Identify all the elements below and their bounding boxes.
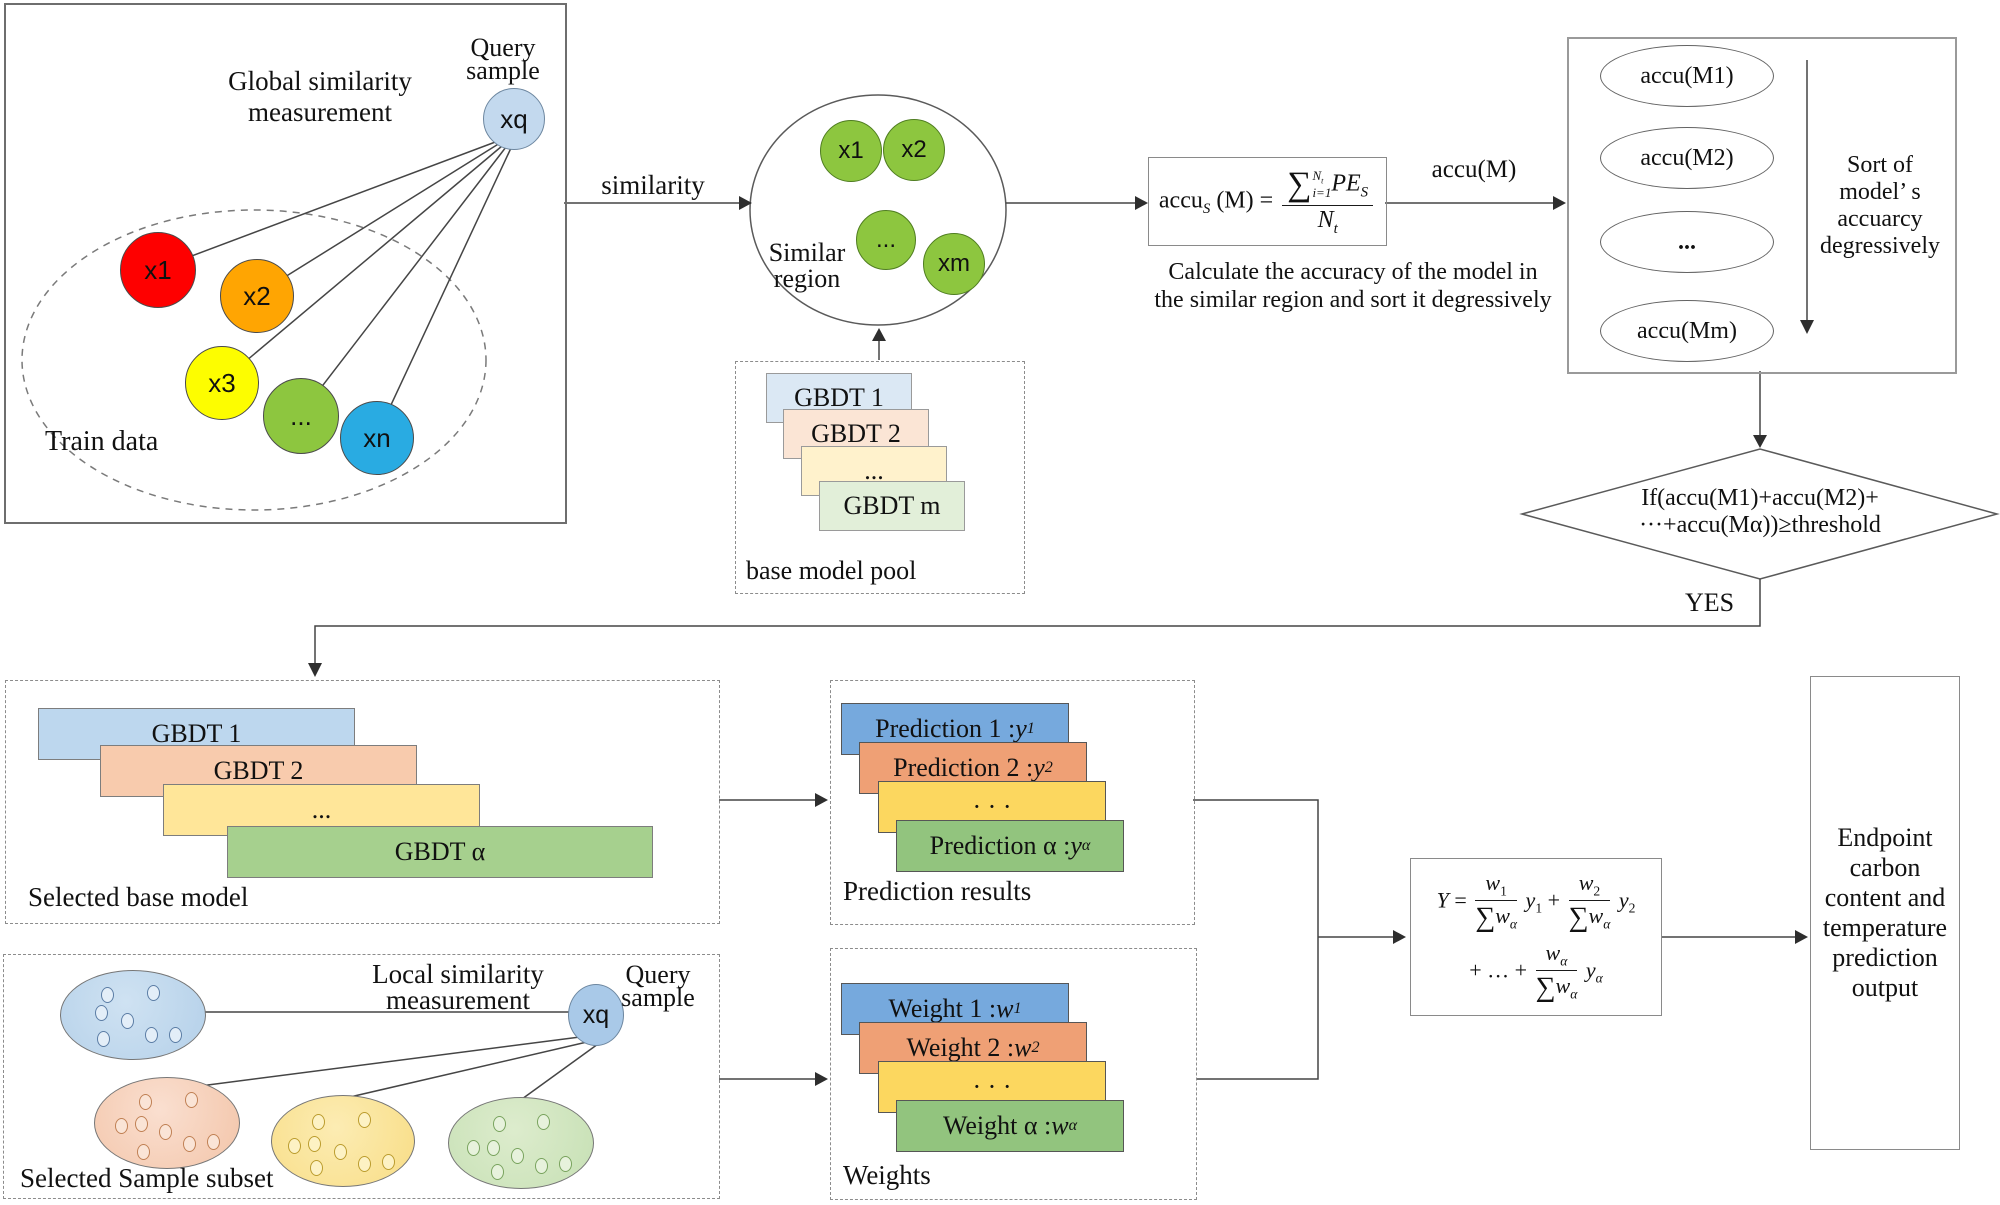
sample-dot (183, 1136, 196, 1152)
prediction-results-label: Prediction results (843, 876, 1032, 906)
similarity-label: similarity (601, 170, 705, 200)
sample-dot (493, 1116, 506, 1132)
cluster-peach (94, 1077, 240, 1169)
sample-dot (139, 1094, 152, 1110)
sample-dot (159, 1124, 172, 1140)
train-data-ellipse (21, 209, 487, 511)
query-sample-node-bottom: xq (568, 984, 624, 1046)
query-sample-caption-top: Query sample (466, 33, 540, 85)
weights-box (830, 948, 1197, 1200)
region-node-dots: ... (856, 210, 916, 270)
sort-item-accu-mm: accu(Mm) (1600, 300, 1774, 362)
sample-dot (147, 985, 160, 1001)
train-node-dots: ... (263, 378, 339, 454)
y-formula-line2: + … + wα ∑wα yα (1469, 940, 1603, 1004)
selected-base-model-label: Selected base model (28, 882, 249, 912)
region-node-x2: x2 (883, 119, 945, 181)
sample-dot (535, 1158, 548, 1174)
selected-base-model-box (5, 680, 720, 924)
sort-note: Sort of model’ s accuarcy degressively (1820, 152, 1940, 259)
train-data-label: Train data (45, 426, 159, 457)
arrowheads (308, 196, 1814, 1086)
sample-dot (121, 1013, 134, 1029)
query-node-label: xq (500, 103, 528, 134)
base-model-pool-label: base model pool (746, 556, 917, 585)
yes-label: YES (1685, 588, 1735, 617)
region-node-x1: x1 (820, 120, 882, 182)
similar-region-label: Similar region (768, 238, 846, 293)
cluster-green (448, 1097, 594, 1189)
combination-formula-box: Y = w1 ∑wα y1 + w2 ∑wα y2 + … + wα ∑wα y… (1410, 858, 1662, 1016)
sample-dot (559, 1156, 572, 1172)
sample-dot (169, 1027, 182, 1043)
merge-bracket-line (1193, 799, 1319, 1080)
sample-dot (334, 1144, 347, 1160)
base-model-pool-box (735, 361, 1025, 594)
global-similarity-box (4, 3, 567, 524)
sort-item-dots: ... (1600, 211, 1774, 273)
sample-dot (185, 1092, 198, 1108)
decision-diamond-shape (1519, 448, 2000, 580)
endpoint-output-box: Endpoint carbon content and temperature … (1810, 676, 1960, 1150)
sample-dot (487, 1140, 500, 1156)
sample-dot (511, 1148, 524, 1164)
prediction-results-box (830, 680, 1195, 925)
local-similarity-lines (199, 1011, 599, 1100)
sample-dot (358, 1112, 371, 1128)
selected-model-gbdta: GBDT α (227, 826, 653, 878)
sort-box (1567, 37, 1957, 374)
sample-dot (537, 1114, 550, 1130)
accuracy-caption: Calculate the accuracy of the model in t… (1154, 259, 1552, 313)
sample-dot (382, 1154, 395, 1170)
sample-dot (288, 1138, 301, 1154)
sample-dot (310, 1160, 323, 1176)
sample-dot (135, 1116, 148, 1132)
decision-text: If(accu(M1)+accu(M2)+ ···+accu(Mα))≥thre… (1639, 485, 1881, 538)
cluster-yellow (271, 1095, 415, 1187)
global-similarity-title: Global similarity measurement (228, 66, 412, 127)
sample-dot (97, 1031, 110, 1047)
accu-m-arrow-label: accu(M) (1431, 156, 1517, 183)
train-node-x1: x1 (120, 232, 196, 308)
global-similarity-lines (156, 140, 512, 438)
sample-dot (491, 1164, 504, 1180)
sort-item-accu-m1: accu(M1) (1600, 45, 1774, 107)
local-similarity-box (3, 954, 720, 1199)
sample-dot (115, 1118, 128, 1134)
sample-dot (137, 1144, 150, 1160)
sample-dot (145, 1027, 158, 1043)
train-node-x2: x2 (220, 259, 294, 333)
sample-dot (207, 1134, 220, 1150)
sample-dot (312, 1114, 325, 1130)
y-formula-line1: Y = w1 ∑wα y1 + w2 ∑wα y2 (1436, 869, 1636, 933)
sample-dot (358, 1156, 371, 1172)
sample-dot (95, 1005, 108, 1021)
query-sample-caption-bottom: Query sample (621, 960, 695, 1012)
train-node-xn: xn (340, 401, 414, 475)
yes-path-line (314, 579, 1761, 664)
selected-sample-subset-label: Selected Sample subset (20, 1163, 274, 1193)
weights-label: Weights (843, 1160, 931, 1190)
cluster-blue (60, 970, 206, 1060)
sample-dot (308, 1136, 321, 1152)
pool-model-gbdtm: GBDT m (819, 481, 965, 531)
local-similarity-title: Local similarity measurement (372, 959, 544, 1015)
sample-dot (101, 987, 114, 1003)
sample-dot (467, 1140, 480, 1156)
train-node-x3: x3 (185, 346, 259, 420)
sort-item-accu-m2: accu(M2) (1600, 127, 1774, 189)
query-sample-node-top: xq (483, 88, 545, 150)
region-node-xm: xm (923, 233, 985, 295)
